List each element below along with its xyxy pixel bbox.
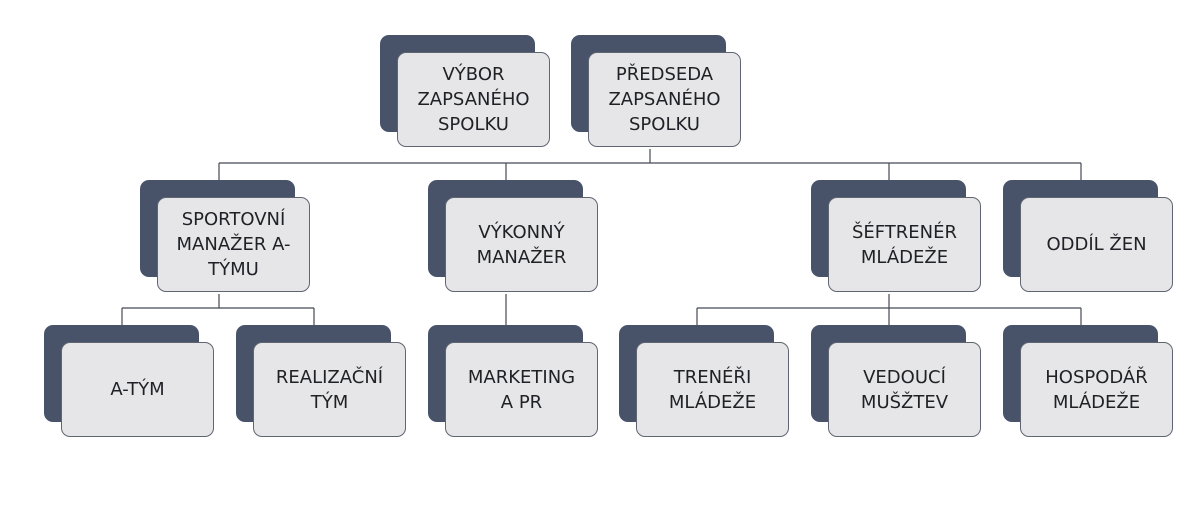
node-box: HOSPODÁŘ MLÁDEŽE [1020, 342, 1173, 437]
node-box: REALIZAČNÍ TÝM [253, 342, 406, 437]
node-realizacni-tym: REALIZAČNÍ TÝM [236, 325, 408, 439]
node-label: ODDÍL ŽEN [1046, 234, 1147, 255]
node-box: ODDÍL ŽEN [1020, 197, 1173, 292]
node-box: MARKETING A PR [445, 342, 598, 437]
node-predseda: PŘEDSEDA ZAPSANÉHO SPOLKU [571, 35, 743, 149]
node-box: ŠÉFTRENÉR MLÁDEŽE [828, 197, 981, 292]
node-label: VÝKONNÝ MANAŽER [476, 221, 567, 268]
node-box: A-TÝM [61, 342, 214, 437]
node-hospodar: HOSPODÁŘ MLÁDEŽE [1003, 325, 1175, 439]
node-box: VÝKONNÝ MANAŽER [445, 197, 598, 292]
node-oddil-zen: ODDÍL ŽEN [1003, 180, 1175, 294]
node-label: VEDOUCÍ MUŠŽTEV [860, 366, 949, 413]
node-a-tym: A-TÝM [44, 325, 216, 439]
node-label: REALIZAČNÍ TÝM [275, 366, 384, 413]
node-marketing: MARKETING A PR [428, 325, 600, 439]
node-box: VÝBOR ZAPSANÉHO SPOLKU [397, 52, 550, 147]
node-vedouci: VEDOUCÍ MUŠŽTEV [811, 325, 983, 439]
node-sportovni-manazer: SPORTOVNÍ MANAŽER A- TÝMU [140, 180, 312, 294]
node-label: ŠÉFTRENÉR MLÁDEŽE [851, 221, 958, 268]
node-label: SPORTOVNÍ MANAŽER A- TÝMU [176, 209, 291, 280]
node-box: TRENÉŘI MLÁDEŽE [636, 342, 789, 437]
node-label: VÝBOR ZAPSANÉHO SPOLKU [417, 64, 530, 135]
node-seftrener: ŠÉFTRENÉR MLÁDEŽE [811, 180, 983, 294]
node-treneri: TRENÉŘI MLÁDEŽE [619, 325, 791, 439]
node-label: PŘEDSEDA ZAPSANÉHO SPOLKU [608, 64, 721, 135]
node-label: MARKETING A PR [467, 366, 576, 413]
node-label: TRENÉŘI MLÁDEŽE [668, 366, 757, 413]
node-vykonny-manazer: VÝKONNÝ MANAŽER [428, 180, 600, 294]
node-box: SPORTOVNÍ MANAŽER A- TÝMU [157, 197, 310, 292]
node-vybor: VÝBOR ZAPSANÉHO SPOLKU [380, 35, 552, 149]
node-label: HOSPODÁŘ MLÁDEŽE [1045, 366, 1148, 413]
node-label: A-TÝM [110, 379, 165, 400]
node-box: VEDOUCÍ MUŠŽTEV [828, 342, 981, 437]
node-box: PŘEDSEDA ZAPSANÉHO SPOLKU [588, 52, 741, 147]
